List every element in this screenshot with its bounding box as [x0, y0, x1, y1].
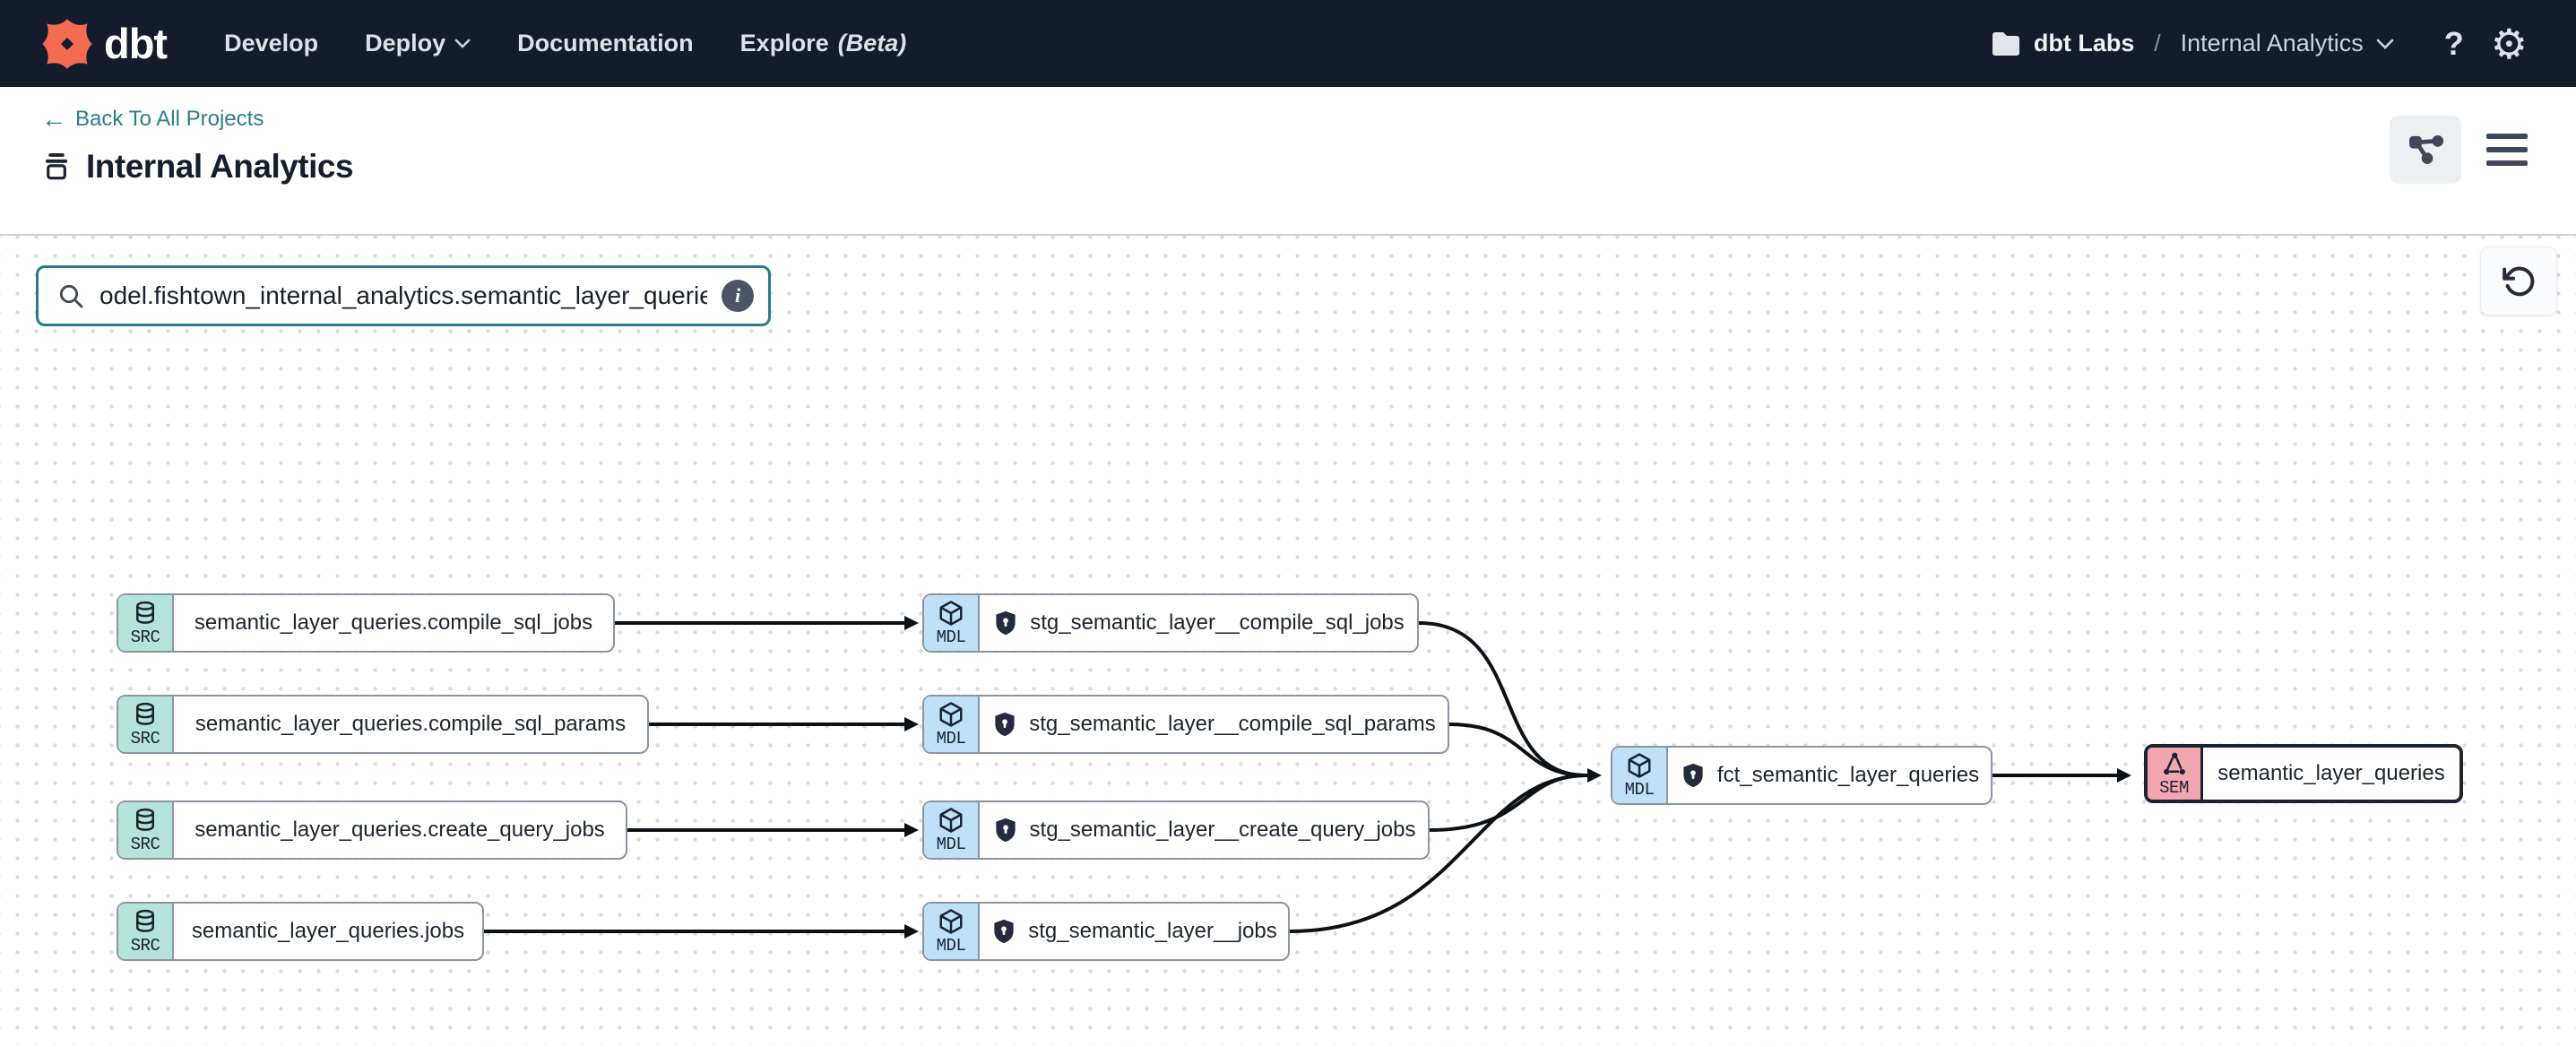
- model-badge: MDL: [924, 904, 980, 959]
- nav-item-deploy[interactable]: Deploy: [365, 30, 471, 57]
- chevron-down-icon: [2376, 39, 2394, 49]
- gear-icon[interactable]: ⚙: [2490, 20, 2528, 67]
- semantic-triangle-icon: [2163, 752, 2185, 774]
- info-icon[interactable]: i: [722, 280, 754, 312]
- search-value: odel.fishtown_internal_analytics.semanti…: [99, 281, 707, 309]
- menu-button[interactable]: [2486, 132, 2528, 168]
- graph-node-model[interactable]: MDL fct_semantic_layer_queries: [1611, 746, 1993, 805]
- source-badge: SRC: [118, 904, 174, 959]
- graph-node-model[interactable]: MDL stg_semantic_layer__compile_sql_para…: [922, 695, 1449, 754]
- graph-node-model[interactable]: MDL stg_semantic_layer__create_query_job…: [922, 800, 1430, 860]
- page-title: Internal Analytics: [86, 148, 354, 185]
- source-badge: SRC: [118, 697, 174, 752]
- lineage-canvas[interactable]: odel.fishtown_internal_analytics.semanti…: [0, 236, 2576, 1045]
- cube-icon: [1628, 752, 1651, 778]
- database-icon: [136, 909, 154, 932]
- reset-view-button[interactable]: [2480, 247, 2557, 316]
- cube-icon: [939, 908, 963, 934]
- page-header: ← Back To All Projects Internal Analytic…: [0, 87, 2576, 236]
- nav-item-develop[interactable]: Develop: [224, 30, 319, 56]
- graph-node-model[interactable]: MDL stg_semantic_layer__jobs: [922, 902, 1290, 961]
- contract-shield-icon: [1683, 763, 1703, 788]
- account-project-switcher[interactable]: dbt Labs / Internal Analytics: [1991, 30, 2394, 57]
- graph-node-model[interactable]: MDL stg_semantic_layer__compile_sql_jobs: [922, 593, 1419, 653]
- project-icon: [45, 153, 68, 180]
- breadcrumb-separator: /: [2154, 30, 2161, 56]
- lineage-search-input[interactable]: odel.fishtown_internal_analytics.semanti…: [36, 265, 771, 326]
- chevron-down-icon: [454, 39, 471, 48]
- cube-icon: [939, 701, 963, 727]
- nav-item-documentation[interactable]: Documentation: [517, 30, 694, 56]
- model-badge: MDL: [924, 802, 980, 858]
- folder-icon: [1992, 31, 2019, 56]
- header-actions: [2390, 116, 2528, 184]
- graph-node-source[interactable]: SRC semantic_layer_queries.compile_sql_p…: [117, 695, 649, 754]
- model-badge: MDL: [1612, 748, 1668, 803]
- database-icon: [136, 702, 154, 725]
- account-name: dbt Labs: [2033, 30, 2135, 56]
- beta-tag: (Beta): [837, 30, 907, 56]
- dbt-logo[interactable]: dbt: [41, 18, 168, 70]
- search-icon: [59, 284, 83, 308]
- graph-node-source[interactable]: SRC semantic_layer_queries.compile_sql_j…: [117, 593, 615, 653]
- cube-icon: [939, 807, 963, 833]
- lineage-icon: [2409, 135, 2444, 164]
- project-name: Internal Analytics: [2180, 30, 2364, 56]
- model-badge: MDL: [924, 595, 980, 651]
- semantic-model-badge: SEM: [2148, 748, 2203, 800]
- graph-node-source[interactable]: SRC semantic_layer_queries.create_query_…: [117, 800, 627, 860]
- graph-node-source[interactable]: SRC semantic_layer_queries.jobs: [117, 902, 484, 961]
- contract-shield-icon: [996, 610, 1016, 636]
- source-badge: SRC: [118, 595, 174, 651]
- graph-node-semantic-model[interactable]: SEM semantic_layer_queries: [2144, 744, 2463, 803]
- database-icon: [136, 808, 154, 831]
- nav-item-explore[interactable]: Explore (Beta): [739, 30, 907, 56]
- dbt-logo-icon: [42, 18, 92, 69]
- lineage-view-button[interactable]: [2390, 116, 2461, 184]
- brand-wordmark: dbt: [104, 20, 168, 67]
- database-icon: [136, 601, 154, 624]
- contract-shield-icon: [995, 712, 1015, 737]
- model-badge: MDL: [924, 697, 980, 752]
- lineage-edges: [484, 616, 2131, 939]
- main-nav: Develop Deploy Documentation Explore (Be…: [224, 30, 906, 57]
- back-to-projects-link[interactable]: ← Back To All Projects: [41, 105, 264, 133]
- cube-icon: [939, 600, 963, 626]
- contract-shield-icon: [995, 818, 1016, 843]
- source-badge: SRC: [118, 802, 174, 858]
- top-nav: dbt Develop Deploy Documentation Explore…: [0, 0, 2576, 87]
- contract-shield-icon: [994, 919, 1014, 944]
- rotate-ccw-icon: [2503, 266, 2535, 296]
- back-arrow-icon: ←: [41, 105, 66, 133]
- help-button[interactable]: ?: [2443, 24, 2464, 62]
- nav-right-group: dbt Labs / Internal Analytics ? ⚙: [1991, 23, 2528, 65]
